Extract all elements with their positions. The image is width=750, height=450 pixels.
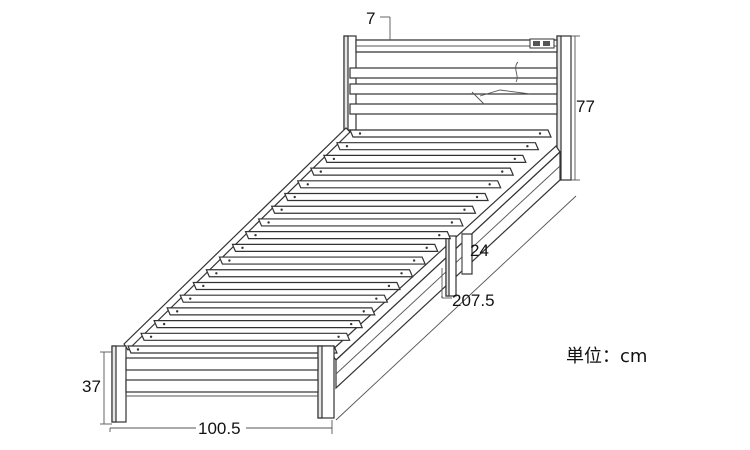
headboard-slat bbox=[349, 83, 558, 95]
slat-screw bbox=[228, 259, 231, 262]
slat-screw bbox=[175, 310, 179, 313]
slat-screw bbox=[319, 170, 323, 173]
headboard-slat bbox=[349, 103, 558, 115]
deck-slat bbox=[257, 218, 464, 227]
slat-screw bbox=[463, 208, 466, 211]
slat-screw bbox=[306, 183, 309, 186]
deck-slat bbox=[349, 129, 552, 138]
deck-slats bbox=[127, 129, 552, 354]
deck-slat bbox=[270, 205, 477, 214]
dimension-width: 100.5 bbox=[198, 419, 241, 438]
dimension-headboard-thickness: 7 bbox=[366, 9, 375, 28]
deck-slat bbox=[179, 294, 389, 303]
slat-screw bbox=[375, 297, 378, 300]
slat-screw bbox=[362, 310, 365, 313]
deck-slat bbox=[244, 231, 452, 240]
footboard bbox=[111, 345, 335, 423]
slat-screw bbox=[280, 208, 283, 211]
deck-slat bbox=[283, 192, 489, 202]
slat-screw bbox=[189, 297, 192, 300]
deck-slat bbox=[205, 269, 414, 278]
headboard bbox=[343, 35, 572, 181]
footboard-right-post-side bbox=[317, 345, 323, 419]
slat-screw bbox=[526, 145, 529, 148]
slat-screw bbox=[332, 157, 336, 161]
slat-screw bbox=[387, 284, 391, 288]
deck-slat bbox=[127, 345, 338, 354]
dimension-headboard-height: 77 bbox=[576, 97, 595, 116]
footboard-left-post-side bbox=[111, 345, 117, 423]
slat-screw bbox=[513, 157, 517, 161]
slat-screw bbox=[215, 272, 218, 275]
deck-slat bbox=[309, 167, 515, 176]
slat-screw bbox=[400, 272, 403, 275]
dimension-lines bbox=[100, 16, 580, 434]
slat-screw bbox=[425, 246, 428, 250]
deck-slat bbox=[231, 243, 439, 252]
slat-screw bbox=[450, 221, 454, 224]
dimension-length: 207.5 bbox=[452, 291, 495, 310]
deck-slat bbox=[153, 319, 364, 329]
unit-label: 単位：cm bbox=[566, 346, 647, 367]
footboard-slat bbox=[125, 379, 319, 393]
outlet-icon bbox=[529, 38, 555, 49]
slat-screw bbox=[412, 259, 416, 262]
deck-slat bbox=[140, 332, 351, 341]
deck-slat bbox=[296, 180, 502, 189]
slat-screw bbox=[345, 145, 349, 148]
headboard-slat bbox=[349, 67, 558, 79]
power-cable bbox=[471, 61, 531, 105]
slat-screw bbox=[162, 322, 166, 326]
slat-screw bbox=[149, 335, 153, 338]
slat-screw bbox=[538, 132, 542, 135]
deck-slat bbox=[218, 256, 427, 265]
deck-slat bbox=[336, 142, 540, 151]
slat-screw bbox=[267, 221, 270, 224]
slat-screw bbox=[136, 348, 140, 351]
slat-screw bbox=[202, 284, 205, 288]
slat-screw bbox=[488, 183, 491, 186]
dimension-foot-height: 37 bbox=[82, 377, 101, 396]
slat-screw bbox=[241, 246, 244, 250]
deck-slat bbox=[166, 307, 376, 316]
deck-slat bbox=[322, 154, 527, 164]
footboard-slat bbox=[125, 357, 319, 371]
dimension-frame-height: 24 bbox=[470, 241, 489, 260]
slat-screw bbox=[501, 170, 504, 173]
slat-screw bbox=[254, 233, 257, 237]
slat-screw bbox=[293, 195, 296, 199]
slat-screw bbox=[337, 335, 340, 338]
deck-slat bbox=[192, 281, 401, 291]
slat-screw bbox=[358, 132, 362, 135]
slat-screw bbox=[349, 322, 353, 326]
headboard-left-post-side bbox=[343, 35, 349, 131]
side-rail-left bbox=[123, 127, 351, 351]
slat-screw bbox=[475, 195, 479, 199]
slat-screw bbox=[438, 233, 441, 237]
